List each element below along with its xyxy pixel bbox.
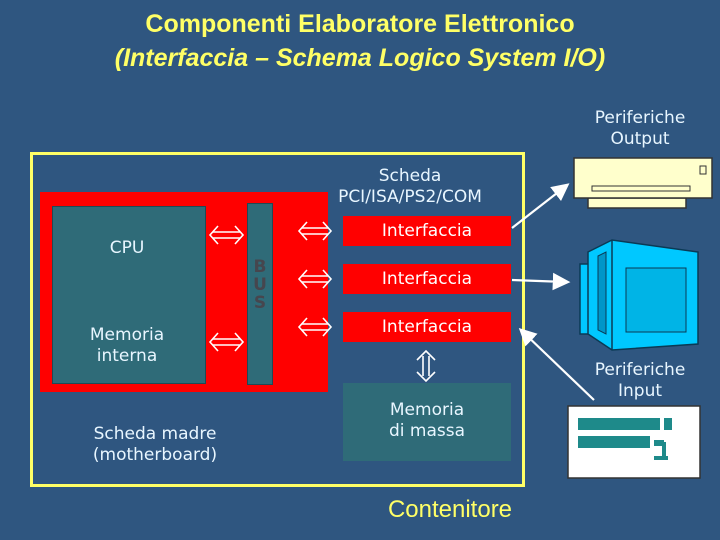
double-arrow-icon bbox=[297, 317, 333, 337]
bus-letter-s: S bbox=[253, 293, 267, 313]
double-arrow-icon bbox=[297, 221, 333, 241]
printer-icon bbox=[573, 157, 713, 209]
memoria-massa-line2: di massa bbox=[388, 421, 466, 441]
scheda-label-line1: Scheda bbox=[378, 166, 442, 186]
memoria-massa-line1: Memoria bbox=[389, 400, 465, 420]
output-label: Periferiche Output bbox=[580, 108, 700, 150]
scheda-madre-label: Scheda madre (motherboard) bbox=[65, 424, 245, 466]
output-label-line1: Periferiche bbox=[594, 108, 686, 128]
arrow-from-input bbox=[518, 327, 595, 401]
double-arrow-icon bbox=[416, 349, 436, 383]
contenitore-label: Contenitore bbox=[387, 496, 513, 523]
bus-letter-u: U bbox=[253, 275, 267, 295]
double-arrow-icon bbox=[208, 225, 245, 245]
input-label: Periferiche Input bbox=[580, 360, 700, 402]
interfaccia-box-2: Interfaccia bbox=[343, 264, 511, 294]
keyboard-icon bbox=[567, 405, 701, 479]
memoria-interna-label: Memoria interna bbox=[52, 325, 202, 367]
double-arrow-icon bbox=[297, 269, 333, 289]
memoria-interna-line2: interna bbox=[96, 346, 158, 366]
monitor-icon bbox=[579, 239, 699, 351]
memoria-massa-box bbox=[343, 383, 511, 461]
output-label-line2: Output bbox=[610, 129, 670, 149]
contenitore-box bbox=[30, 152, 525, 487]
scheda-label: Scheda PCI/ISA/PS2/COM bbox=[300, 166, 520, 208]
memoria-interna-line1: Memoria bbox=[89, 325, 165, 345]
cpu-label: CPU bbox=[109, 238, 145, 258]
input-label-line2: Input bbox=[617, 381, 663, 401]
arrow-to-monitor bbox=[511, 272, 571, 291]
double-arrow-icon bbox=[208, 332, 245, 352]
input-label-line1: Periferiche bbox=[594, 360, 686, 380]
interfaccia-box-1: Interfaccia bbox=[343, 216, 511, 246]
scheda-madre-line1: Scheda madre bbox=[93, 424, 217, 444]
bus-letter-b: B bbox=[253, 257, 267, 277]
scheda-madre-line2: (motherboard) bbox=[92, 445, 218, 465]
scheda-label-line2: PCI/ISA/PS2/COM bbox=[338, 187, 482, 207]
title-line1: Componenti Elaboratore Elettronico bbox=[145, 10, 575, 38]
cpu-memory-box bbox=[52, 206, 206, 384]
title-line2: (Interfaccia – Schema Logico System I/O) bbox=[114, 44, 606, 72]
interfaccia-box-3: Interfaccia bbox=[343, 312, 511, 342]
bus-box bbox=[247, 203, 273, 385]
memoria-massa-label: Memoria di massa bbox=[343, 400, 511, 442]
arrow-to-output bbox=[511, 183, 570, 229]
